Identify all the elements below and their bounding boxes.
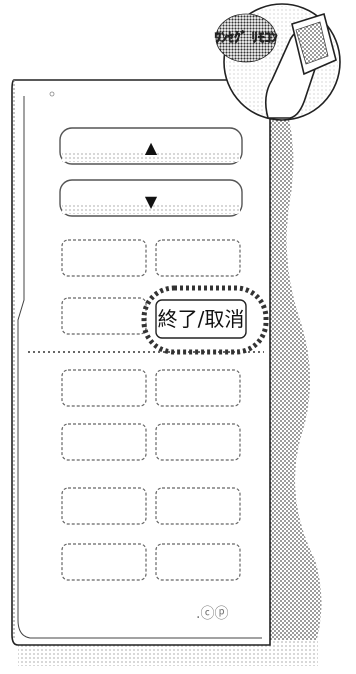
down-arrow-icon: ▼ — [145, 192, 158, 211]
remote-edge — [17, 96, 262, 639]
grid-button[interactable] — [61, 369, 147, 407]
grid-button[interactable] — [155, 487, 241, 525]
button-grid — [61, 239, 241, 581]
grid-button[interactable] — [155, 423, 241, 461]
grid-button[interactable] — [61, 543, 147, 581]
top-mark — [49, 91, 55, 97]
inset-label: ﾜﾝｾｸﾞ ﾘﾓｺﾝ — [214, 30, 278, 46]
inset-detail: ﾜﾝｾｸﾞ ﾘﾓｺﾝ — [214, 3, 341, 121]
grid-button[interactable] — [61, 239, 147, 277]
up-arrow-icon: ▲ — [145, 138, 158, 157]
grid-button[interactable] — [61, 423, 147, 461]
grid-button[interactable] — [155, 369, 241, 407]
highlight-ring — [141, 285, 269, 355]
grid-button[interactable] — [155, 543, 241, 581]
grid-button[interactable] — [61, 297, 147, 335]
down-button[interactable]: ▼ — [59, 179, 243, 217]
grid-button[interactable] — [155, 239, 241, 277]
svg-text:.ⓒⓟ: .ⓒⓟ — [196, 606, 228, 622]
end-cancel-label: 終了/取消 — [158, 307, 245, 331]
end-cancel-button[interactable]: 終了/取消 — [141, 285, 269, 355]
logo-mark: .ⓒⓟ — [196, 606, 228, 622]
grid-button[interactable] — [61, 487, 147, 525]
up-button[interactable]: ▲ — [59, 127, 243, 165]
